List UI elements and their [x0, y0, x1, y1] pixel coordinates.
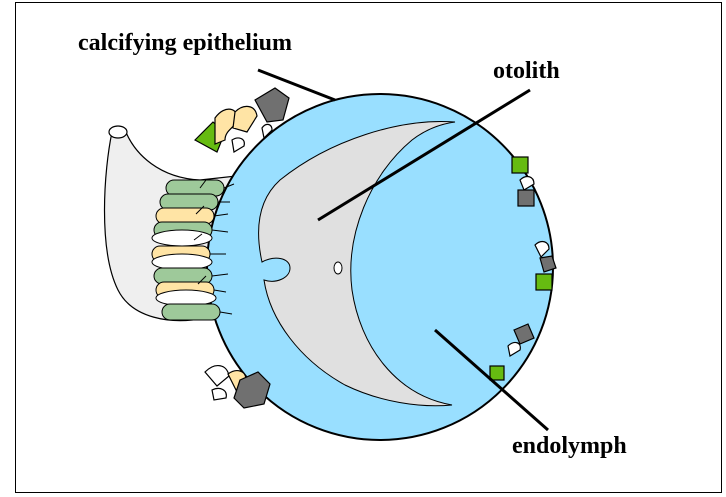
sac-opening — [109, 126, 127, 138]
label-otolith: otolith — [493, 58, 560, 85]
label-endolymph: endolymph — [512, 433, 627, 460]
otolith-nucleus — [334, 262, 342, 274]
label-calcifying-epithelium: calcifying epithelium — [78, 30, 292, 57]
